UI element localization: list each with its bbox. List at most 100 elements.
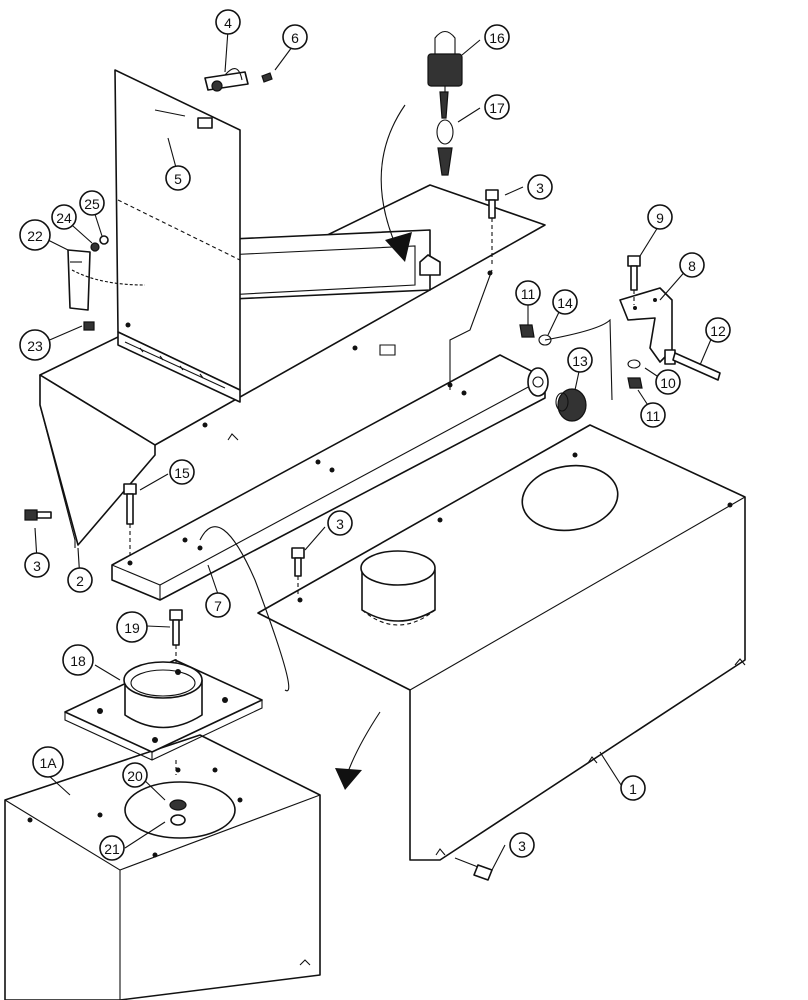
callout-label: 7 [214, 598, 222, 614]
callout-c16: 16 [484, 24, 510, 50]
callout-c3c: 3 [327, 510, 353, 536]
callout-circle [647, 204, 673, 230]
callout-c24: 24 [51, 204, 77, 230]
callout-label: 20 [127, 768, 143, 784]
callout-c11a: 11 [515, 280, 541, 306]
callout-circle [165, 165, 191, 191]
callout-group: 11A2333345678910111112131415161718192021… [19, 9, 731, 861]
callout-label: 8 [688, 258, 696, 274]
callout-label: 3 [536, 180, 544, 196]
callout-label: 15 [174, 465, 190, 481]
callout-c6: 6 [282, 24, 308, 50]
callout-circle [79, 190, 105, 216]
callout-label: 19 [124, 620, 140, 636]
bolt-3-tray [485, 189, 499, 265]
install-arrow-lower [335, 711, 381, 790]
rail-7 [111, 354, 549, 601]
callout-c1: 1 [620, 775, 646, 801]
hasp-17 [436, 91, 454, 176]
nut-11-left [519, 324, 535, 338]
callout-label: 12 [710, 323, 726, 339]
callout-label: 1A [39, 755, 57, 771]
callout-c3a: 3 [527, 174, 553, 200]
padlock-16 [427, 30, 463, 92]
callout-label: 3 [518, 838, 526, 854]
callout-c20: 20 [122, 762, 148, 788]
callout-circle [679, 252, 705, 278]
callout-c3d: 3 [509, 832, 535, 858]
callout-c15: 15 [169, 459, 195, 485]
callout-label: 1 [629, 781, 637, 797]
callout-c11b: 11 [640, 402, 666, 428]
nut-25 [99, 235, 109, 245]
callout-circle [705, 317, 731, 343]
callout-circle [282, 24, 308, 50]
bolt-3-cover [291, 547, 305, 595]
callout-c21: 21 [99, 835, 125, 861]
callout-label: 21 [104, 841, 120, 857]
callout-label: 25 [84, 196, 100, 212]
nut-11-right [627, 377, 643, 389]
callout-circle [32, 746, 64, 778]
screw-6 [261, 72, 273, 83]
callout-c1a: 1A [32, 746, 64, 778]
callout-c12: 12 [705, 317, 731, 343]
callout-c3b: 3 [24, 552, 50, 578]
callout-circle [527, 174, 553, 200]
callout-circle [122, 762, 148, 788]
tray-2 [39, 184, 546, 548]
filler-neck [360, 550, 436, 626]
bolt-15 [123, 483, 137, 555]
callout-c17: 17 [484, 94, 510, 120]
callout-c9: 9 [647, 204, 673, 230]
washer-10 [627, 359, 641, 369]
callout-c25: 25 [79, 190, 105, 216]
bolt-9 [627, 255, 641, 305]
callout-circle [327, 510, 353, 536]
callout-label: 6 [291, 30, 299, 46]
callout-c2: 2 [67, 567, 93, 593]
callout-circle [567, 347, 593, 373]
callout-circle [19, 219, 51, 251]
assembly-line-tray [449, 269, 493, 390]
callout-circle [205, 592, 231, 618]
screw-23 [83, 321, 95, 331]
callout-label: 3 [33, 558, 41, 574]
callout-circle [51, 204, 77, 230]
callout-label: 11 [646, 408, 661, 424]
callout-c18: 18 [62, 644, 94, 676]
callout-circle [24, 552, 50, 578]
callout-label: 17 [489, 100, 505, 116]
callout-c22: 22 [19, 219, 51, 251]
callout-circle [515, 280, 541, 306]
callout-circle [655, 369, 681, 395]
bracket-8 [619, 287, 673, 363]
callout-label: 16 [489, 30, 505, 46]
nut-24 [90, 242, 100, 252]
hinged-door [114, 69, 241, 403]
callout-c4: 4 [215, 9, 241, 35]
callout-c7: 7 [205, 592, 231, 618]
callout-label: 10 [660, 375, 676, 391]
callout-c5: 5 [165, 165, 191, 191]
washer-14 [538, 334, 552, 346]
flange-plate-18 [64, 659, 263, 761]
callout-circle [640, 402, 666, 428]
callout-label: 3 [336, 516, 344, 532]
callout-label: 11 [521, 286, 536, 302]
bracket-22 [67, 249, 146, 311]
callout-label: 14 [557, 295, 573, 311]
callout-c19: 19 [116, 611, 148, 643]
callout-label: 2 [76, 573, 84, 589]
callout-c14: 14 [552, 289, 578, 315]
bolt-19 [169, 609, 183, 646]
callout-c23: 23 [19, 329, 51, 361]
cover-opening [521, 464, 619, 532]
assembly-line-rail-to-tank [199, 526, 290, 692]
callout-circle [484, 24, 510, 50]
callout-c13: 13 [567, 347, 593, 373]
callout-label: 13 [572, 353, 588, 369]
callout-circle [509, 832, 535, 858]
callout-circle [215, 9, 241, 35]
